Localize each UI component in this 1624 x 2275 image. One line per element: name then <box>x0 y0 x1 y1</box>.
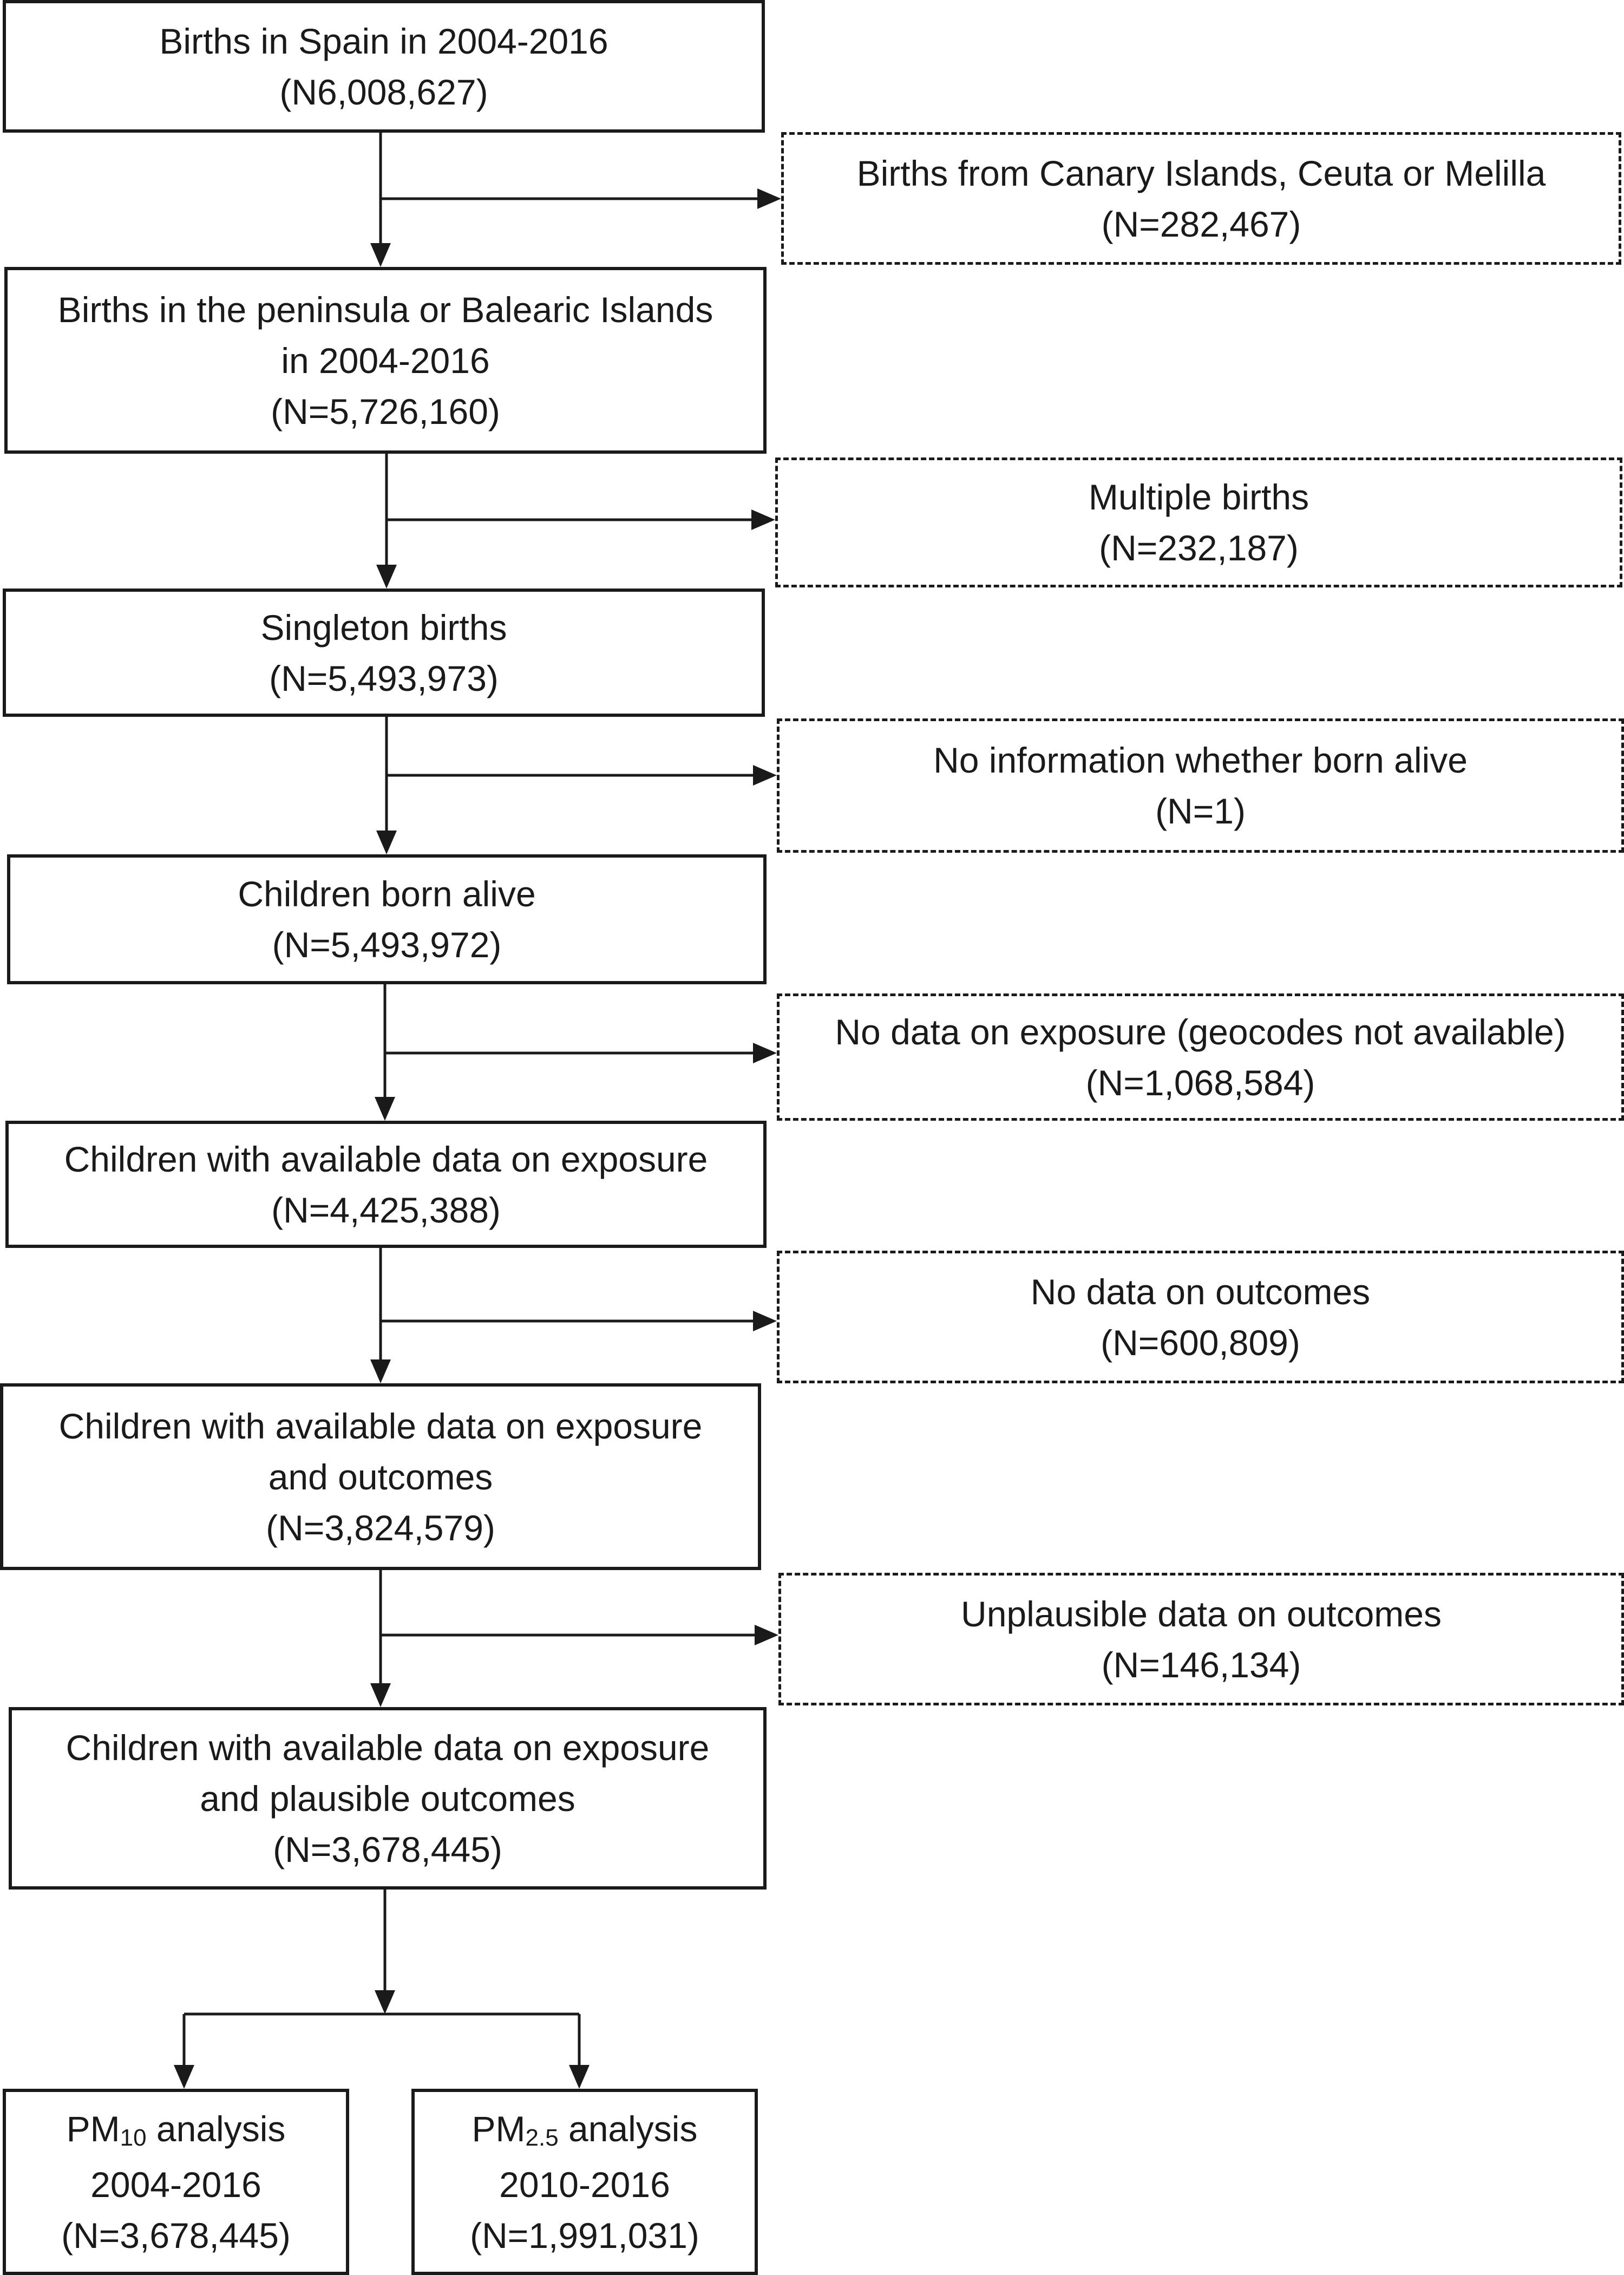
arrowhead-right <box>757 188 781 209</box>
arrowhead-right <box>751 509 775 530</box>
analysis-suffix: analysis <box>558 2108 698 2149</box>
box-line: and outcomes <box>268 1456 493 1497</box>
exclusion-box-born-alive-unknown: No information whether born alive (N=1) <box>777 718 1624 853</box>
analysis-period: 2004-2016 <box>90 2164 261 2205</box>
arrowhead-down <box>370 1683 391 1707</box>
exclusion-box-no-exposure-data: No data on exposure (geocodes not availa… <box>777 993 1624 1121</box>
analysis-suffix: analysis <box>146 2108 286 2149</box>
box-line: (N=146,134) <box>1101 1644 1301 1685</box>
arrowhead-down <box>174 2065 194 2089</box>
analysis-box-pm10: PM10 analysis 2004-2016 (N=3,678,445) <box>3 2089 349 2275</box>
box-line: No information whether born alive <box>933 740 1468 780</box>
main-box-singleton-births: Singleton births (N=5,493,973) <box>3 589 765 717</box>
exclusion-box-multiple-births: Multiple births (N=232,187) <box>775 457 1622 587</box>
box-line: Children with available data on exposure <box>58 1405 703 1446</box>
arrowhead-down <box>569 2065 590 2089</box>
box-line: No data on outcomes <box>1030 1271 1371 1312</box>
main-box-exposure-data: Children with available data on exposure… <box>5 1121 767 1248</box>
box-line: Children with available data on exposure <box>64 1139 708 1179</box>
box-line: Multiple births <box>1088 477 1309 517</box>
box-line: (N=5,726,160) <box>271 391 500 432</box>
box-line: (N=1) <box>1155 791 1246 831</box>
box-line: Singleton births <box>260 607 507 648</box>
box-line: (N=3,824,579) <box>266 1507 495 1548</box>
box-line: Unplausible data on outcomes <box>961 1593 1442 1634</box>
box-line: in 2004-2016 <box>281 340 490 381</box>
arrowhead-right <box>753 1043 777 1063</box>
analysis-title: PM10 analysis <box>67 2103 286 2159</box>
analysis-subscript: 10 <box>120 2124 147 2151</box>
main-box-exposure-outcomes: Children with available data on exposure… <box>0 1383 761 1570</box>
arrowhead-right <box>753 1311 777 1331</box>
box-line: (N=1,068,584) <box>1085 1062 1315 1103</box>
box-line: (N=600,809) <box>1101 1322 1300 1363</box>
box-line: Births from Canary Islands, Ceuta or Mel… <box>856 153 1546 193</box>
analysis-pm: PM <box>66 2108 120 2149</box>
box-line: and plausible outcomes <box>200 1778 575 1819</box>
analysis-box-pm25: PM2.5 analysis 2010-2016 (N=1,991,031) <box>411 2089 758 2275</box>
box-line: Births in Spain in 2004-2016 <box>159 21 608 61</box>
arrowhead-down <box>370 1359 391 1383</box>
box-line: Children born alive <box>238 874 536 914</box>
box-line: No data on exposure (geocodes not availa… <box>835 1011 1566 1052</box>
main-box-plausible-outcomes: Children with available data on exposure… <box>9 1707 767 1890</box>
analysis-pm: PM <box>472 2108 526 2149</box>
main-box-born-alive: Children born alive (N=5,493,972) <box>7 854 767 984</box>
main-box-births-peninsula: Births in the peninsula or Balearic Isla… <box>4 267 767 454</box>
exclusion-box-unplausible-outcomes: Unplausible data on outcomes (N=146,134) <box>778 1573 1624 1705</box>
arrowhead-down <box>375 1990 395 2014</box>
analysis-subscript: 2.5 <box>525 2124 559 2151</box>
box-line: Births in the peninsula or Balearic Isla… <box>57 289 713 330</box>
analysis-title: PM2.5 analysis <box>472 2103 698 2159</box>
box-line: (N=5,493,972) <box>272 925 502 965</box>
main-box-births-spain: Births in Spain in 2004-2016 (N6,008,627… <box>3 0 765 133</box>
arrowhead-right <box>755 1625 778 1645</box>
box-line: (N6,008,627) <box>279 71 488 112</box>
analysis-count: (N=3,678,445) <box>61 2215 291 2256</box>
exclusion-box-no-outcome-data: No data on outcomes (N=600,809) <box>777 1251 1624 1383</box>
arrowhead-right <box>753 765 777 786</box>
analysis-count: (N=1,991,031) <box>470 2215 699 2256</box>
box-line: (N=232,187) <box>1099 528 1299 568</box>
arrowhead-down <box>376 831 397 854</box>
box-line: (N=5,493,973) <box>269 658 499 698</box>
box-line: (N=3,678,445) <box>273 1829 502 1869</box>
box-line: (N=4,425,388) <box>271 1189 501 1230</box>
box-line: (N=282,467) <box>1101 204 1301 244</box>
arrowhead-down <box>370 243 391 267</box>
analysis-period: 2010-2016 <box>499 2164 670 2205</box>
exclusion-box-canary-ceuta-melilla: Births from Canary Islands, Ceuta or Mel… <box>781 132 1621 265</box>
box-line: Children with available data on exposure <box>66 1727 710 1768</box>
arrowhead-down <box>376 565 397 589</box>
arrowhead-down <box>375 1097 395 1121</box>
